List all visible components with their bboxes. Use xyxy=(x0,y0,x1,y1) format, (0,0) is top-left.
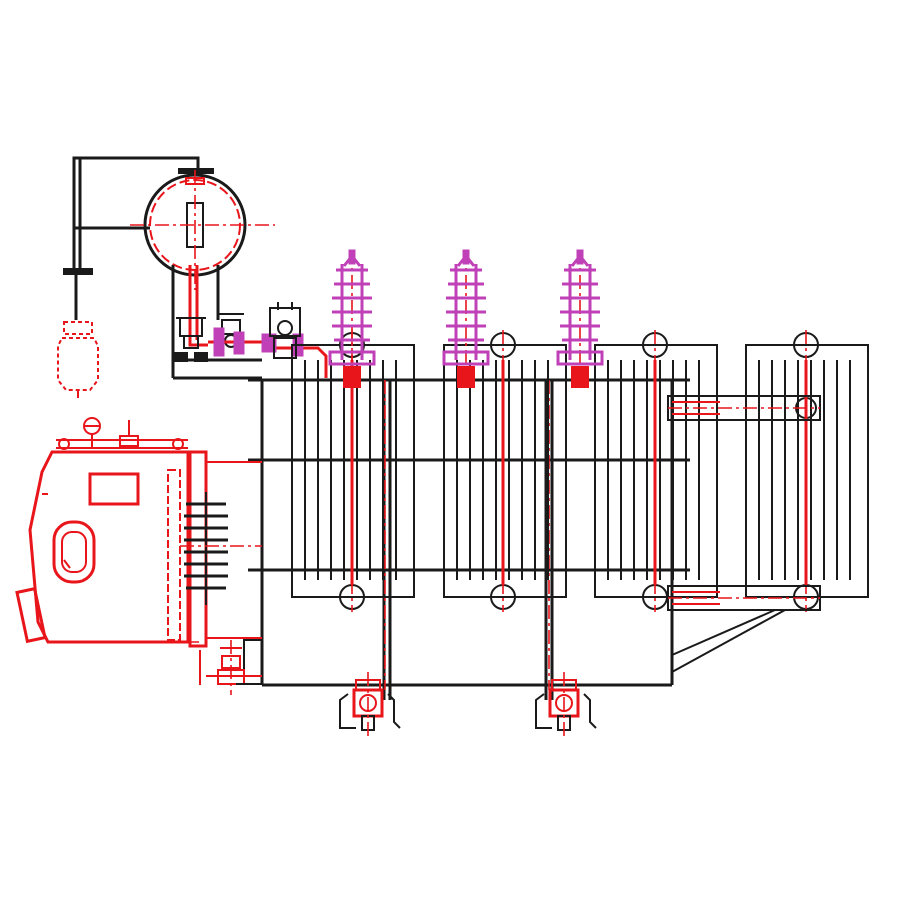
hv-bushing-3 xyxy=(556,249,604,388)
wheel-right xyxy=(535,672,597,738)
radiator-bank-2 xyxy=(443,330,567,612)
radiator-bank-1 xyxy=(291,330,415,612)
radiator-header-pipes xyxy=(667,395,821,611)
breather-pipe-frame xyxy=(63,156,200,320)
lv-bushing xyxy=(180,492,262,605)
radiator-support-strut xyxy=(671,609,786,673)
hv-bushing-1 xyxy=(328,249,376,388)
hv-bushing-2 xyxy=(442,249,490,388)
radiator-bank-4 xyxy=(745,330,869,612)
tap-changer-cabinet xyxy=(15,417,200,644)
silica-gel-breather xyxy=(57,321,99,398)
conservator-tank xyxy=(130,168,275,290)
wheel-left xyxy=(339,672,401,738)
drain-valve xyxy=(199,640,262,695)
conservator-pipework xyxy=(171,265,262,380)
